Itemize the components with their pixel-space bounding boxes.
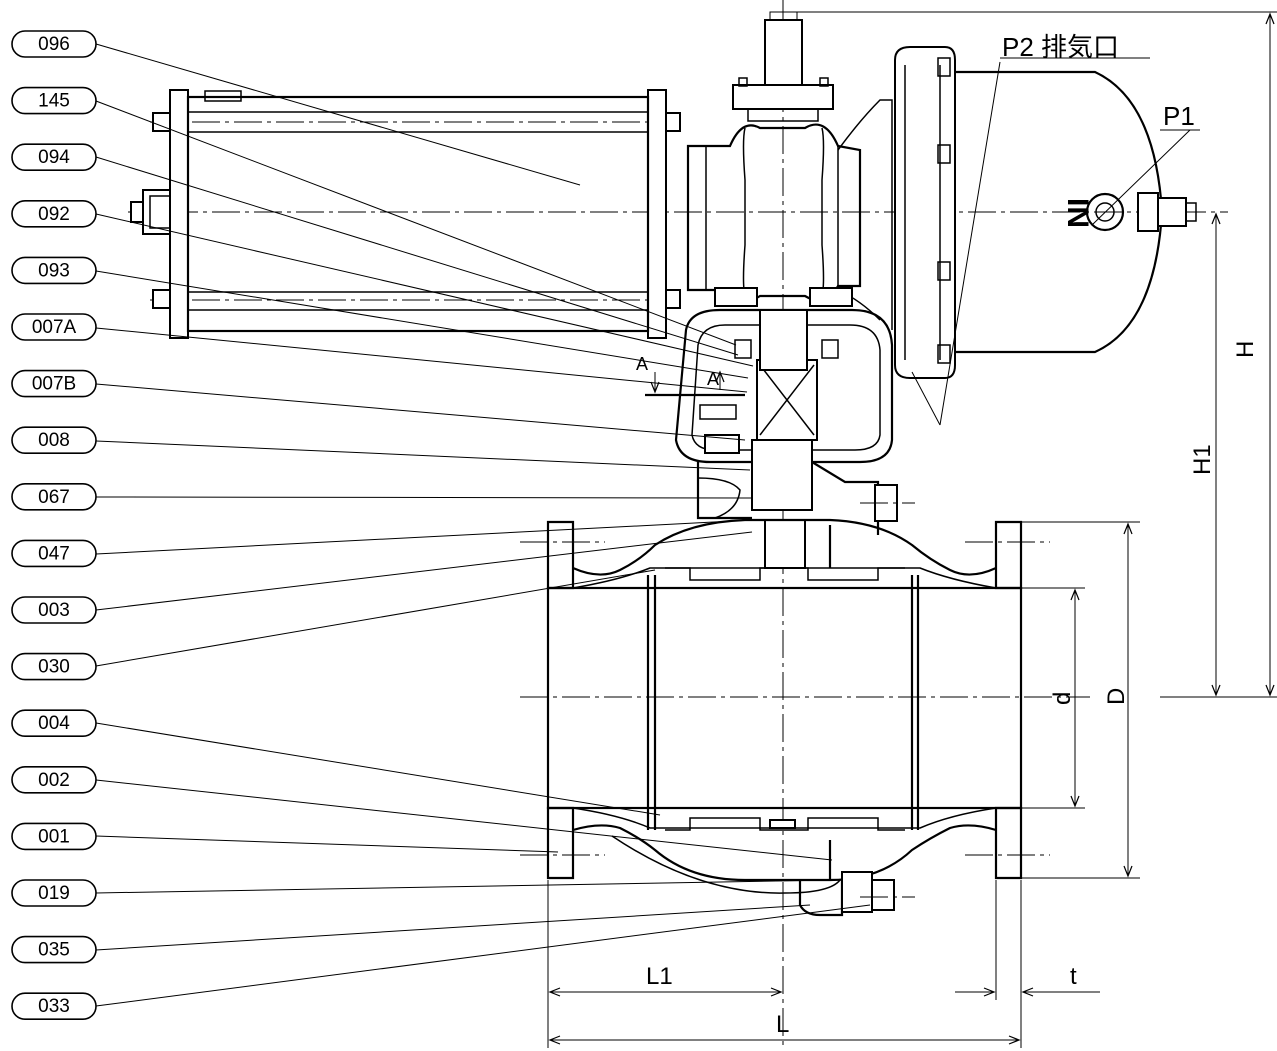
part-tag-035: 035: [11, 935, 97, 964]
part-tag-box: [11, 992, 97, 1021]
part-tag-094: 094: [11, 143, 97, 171]
part-tag-030: 030: [11, 652, 97, 681]
part-tag-box: [11, 482, 97, 511]
part-tag-box: [11, 426, 97, 455]
part-tag-093: 093: [11, 256, 97, 285]
part-number: 002: [38, 770, 70, 791]
part-tag-033: 033: [11, 992, 97, 1021]
part-number: 007B: [32, 374, 76, 395]
part-tag-092: 092: [11, 200, 97, 228]
dim-d-outer: D: [1103, 688, 1130, 705]
part-tag-box: [11, 143, 97, 171]
part-number: 008: [38, 430, 70, 451]
part-tag-047: 047: [11, 539, 97, 568]
in-marking: IN: [1061, 198, 1094, 228]
part-tag-box: [11, 879, 97, 907]
part-number: 019: [38, 883, 70, 904]
spring-housing: [894, 46, 1197, 379]
part-tag-007b: 007B: [11, 369, 97, 398]
part-tag-box: [11, 596, 97, 624]
dim-t: t: [1070, 963, 1077, 990]
part-number: 094: [38, 147, 70, 168]
dim-h: H: [1232, 341, 1259, 358]
dim-l: L: [776, 1011, 789, 1038]
yoke-bracket: [645, 308, 894, 464]
part-number: 096: [38, 34, 70, 55]
section-a-left: A: [636, 354, 648, 374]
p2-exhaust-label: P2 排気口: [1002, 32, 1119, 62]
part-tag-007a: 007A: [11, 313, 97, 341]
valve-body: [520, 502, 1050, 917]
part-tag-box: [11, 86, 97, 115]
part-tag-box: [11, 30, 97, 58]
part-tag-box: [11, 539, 97, 568]
part-tag-003: 003: [11, 596, 97, 624]
part-tag-box: [11, 709, 97, 738]
part-tag-box: [11, 765, 97, 794]
part-number: 007A: [32, 317, 77, 338]
part-tag-004: 004: [11, 709, 97, 738]
part-number: 092: [38, 204, 70, 225]
annotations: P2 排気口 P1 IN A A H H1 D d L1 L t: [636, 32, 1259, 1038]
part-number: 067: [38, 487, 70, 508]
part-tag-008: 008: [11, 426, 97, 455]
part-number: 035: [38, 940, 70, 961]
part-number: 145: [38, 91, 70, 112]
part-tag-box: [11, 313, 97, 341]
part-tag-002: 002: [11, 765, 97, 794]
part-tag-box: [11, 256, 97, 285]
part-tag-box: [11, 652, 97, 681]
part-number: 093: [38, 260, 70, 281]
part-tag-box: [11, 935, 97, 964]
section-a-right: A: [707, 369, 719, 389]
actuator-body: [686, 11, 893, 330]
dim-l1: L1: [646, 963, 673, 990]
dim-h1: H1: [1189, 444, 1216, 475]
part-number: 047: [38, 543, 70, 564]
part-number: 004: [38, 713, 70, 734]
leader-lines: [95, 43, 1200, 1007]
part-tag-019: 019: [11, 879, 97, 907]
part-tag-096: 096: [11, 30, 97, 58]
part-number: 030: [38, 657, 70, 678]
stem-bonnet: [696, 309, 898, 569]
part-tag-001: 001: [11, 822, 97, 851]
part-number: 033: [38, 996, 70, 1017]
part-tags: 096 145 094 092 093 007A 007B 008 067 047 003 030 00…: [11, 30, 97, 1021]
part-tag-067: 067: [11, 482, 97, 511]
part-tag-box: [11, 822, 97, 851]
part-tag-box: [11, 200, 97, 228]
part-tag-box: [11, 369, 97, 398]
dim-d-bore: d: [1049, 692, 1076, 705]
part-number: 003: [38, 600, 70, 621]
p1-port-label: P1: [1163, 101, 1195, 131]
pneumatic-cylinder: [130, 89, 681, 339]
part-number: 001: [38, 826, 70, 847]
dimension-lines: [547, 11, 1277, 1048]
part-tag-145: 145: [11, 86, 97, 115]
